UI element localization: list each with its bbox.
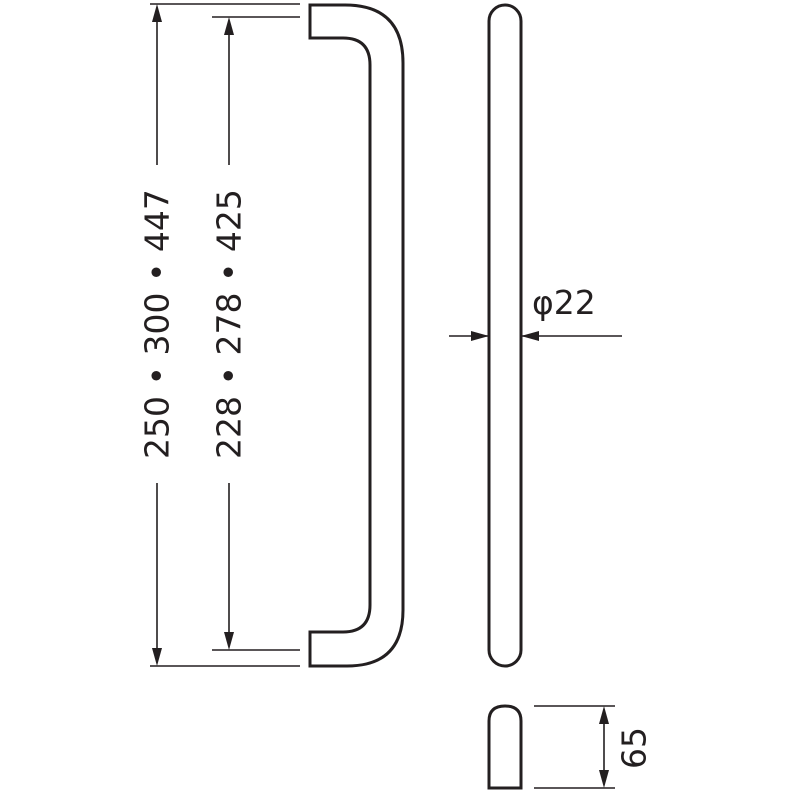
arrowhead-center-top bbox=[224, 17, 234, 35]
center-distance-text: 228 • 278 • 425 bbox=[210, 189, 249, 459]
handle-front-view bbox=[308, 3, 405, 668]
arrowhead-diameter-right bbox=[521, 331, 539, 341]
arrowhead-center-bottom bbox=[224, 632, 234, 650]
handle-side-view bbox=[487, 3, 523, 668]
overall-length-text: 250 • 300 • 447 bbox=[138, 189, 177, 459]
arrowhead-overall-top bbox=[152, 4, 162, 22]
arrowhead-overall-bottom bbox=[152, 648, 162, 666]
arrowhead-height-bottom bbox=[599, 770, 609, 788]
arrowhead-diameter-left bbox=[471, 331, 489, 341]
arrowhead-height-top bbox=[599, 706, 609, 724]
diameter-text: φ22 bbox=[532, 283, 596, 322]
height-text: 65 bbox=[615, 727, 654, 769]
handle-leg-end-view bbox=[487, 704, 523, 790]
